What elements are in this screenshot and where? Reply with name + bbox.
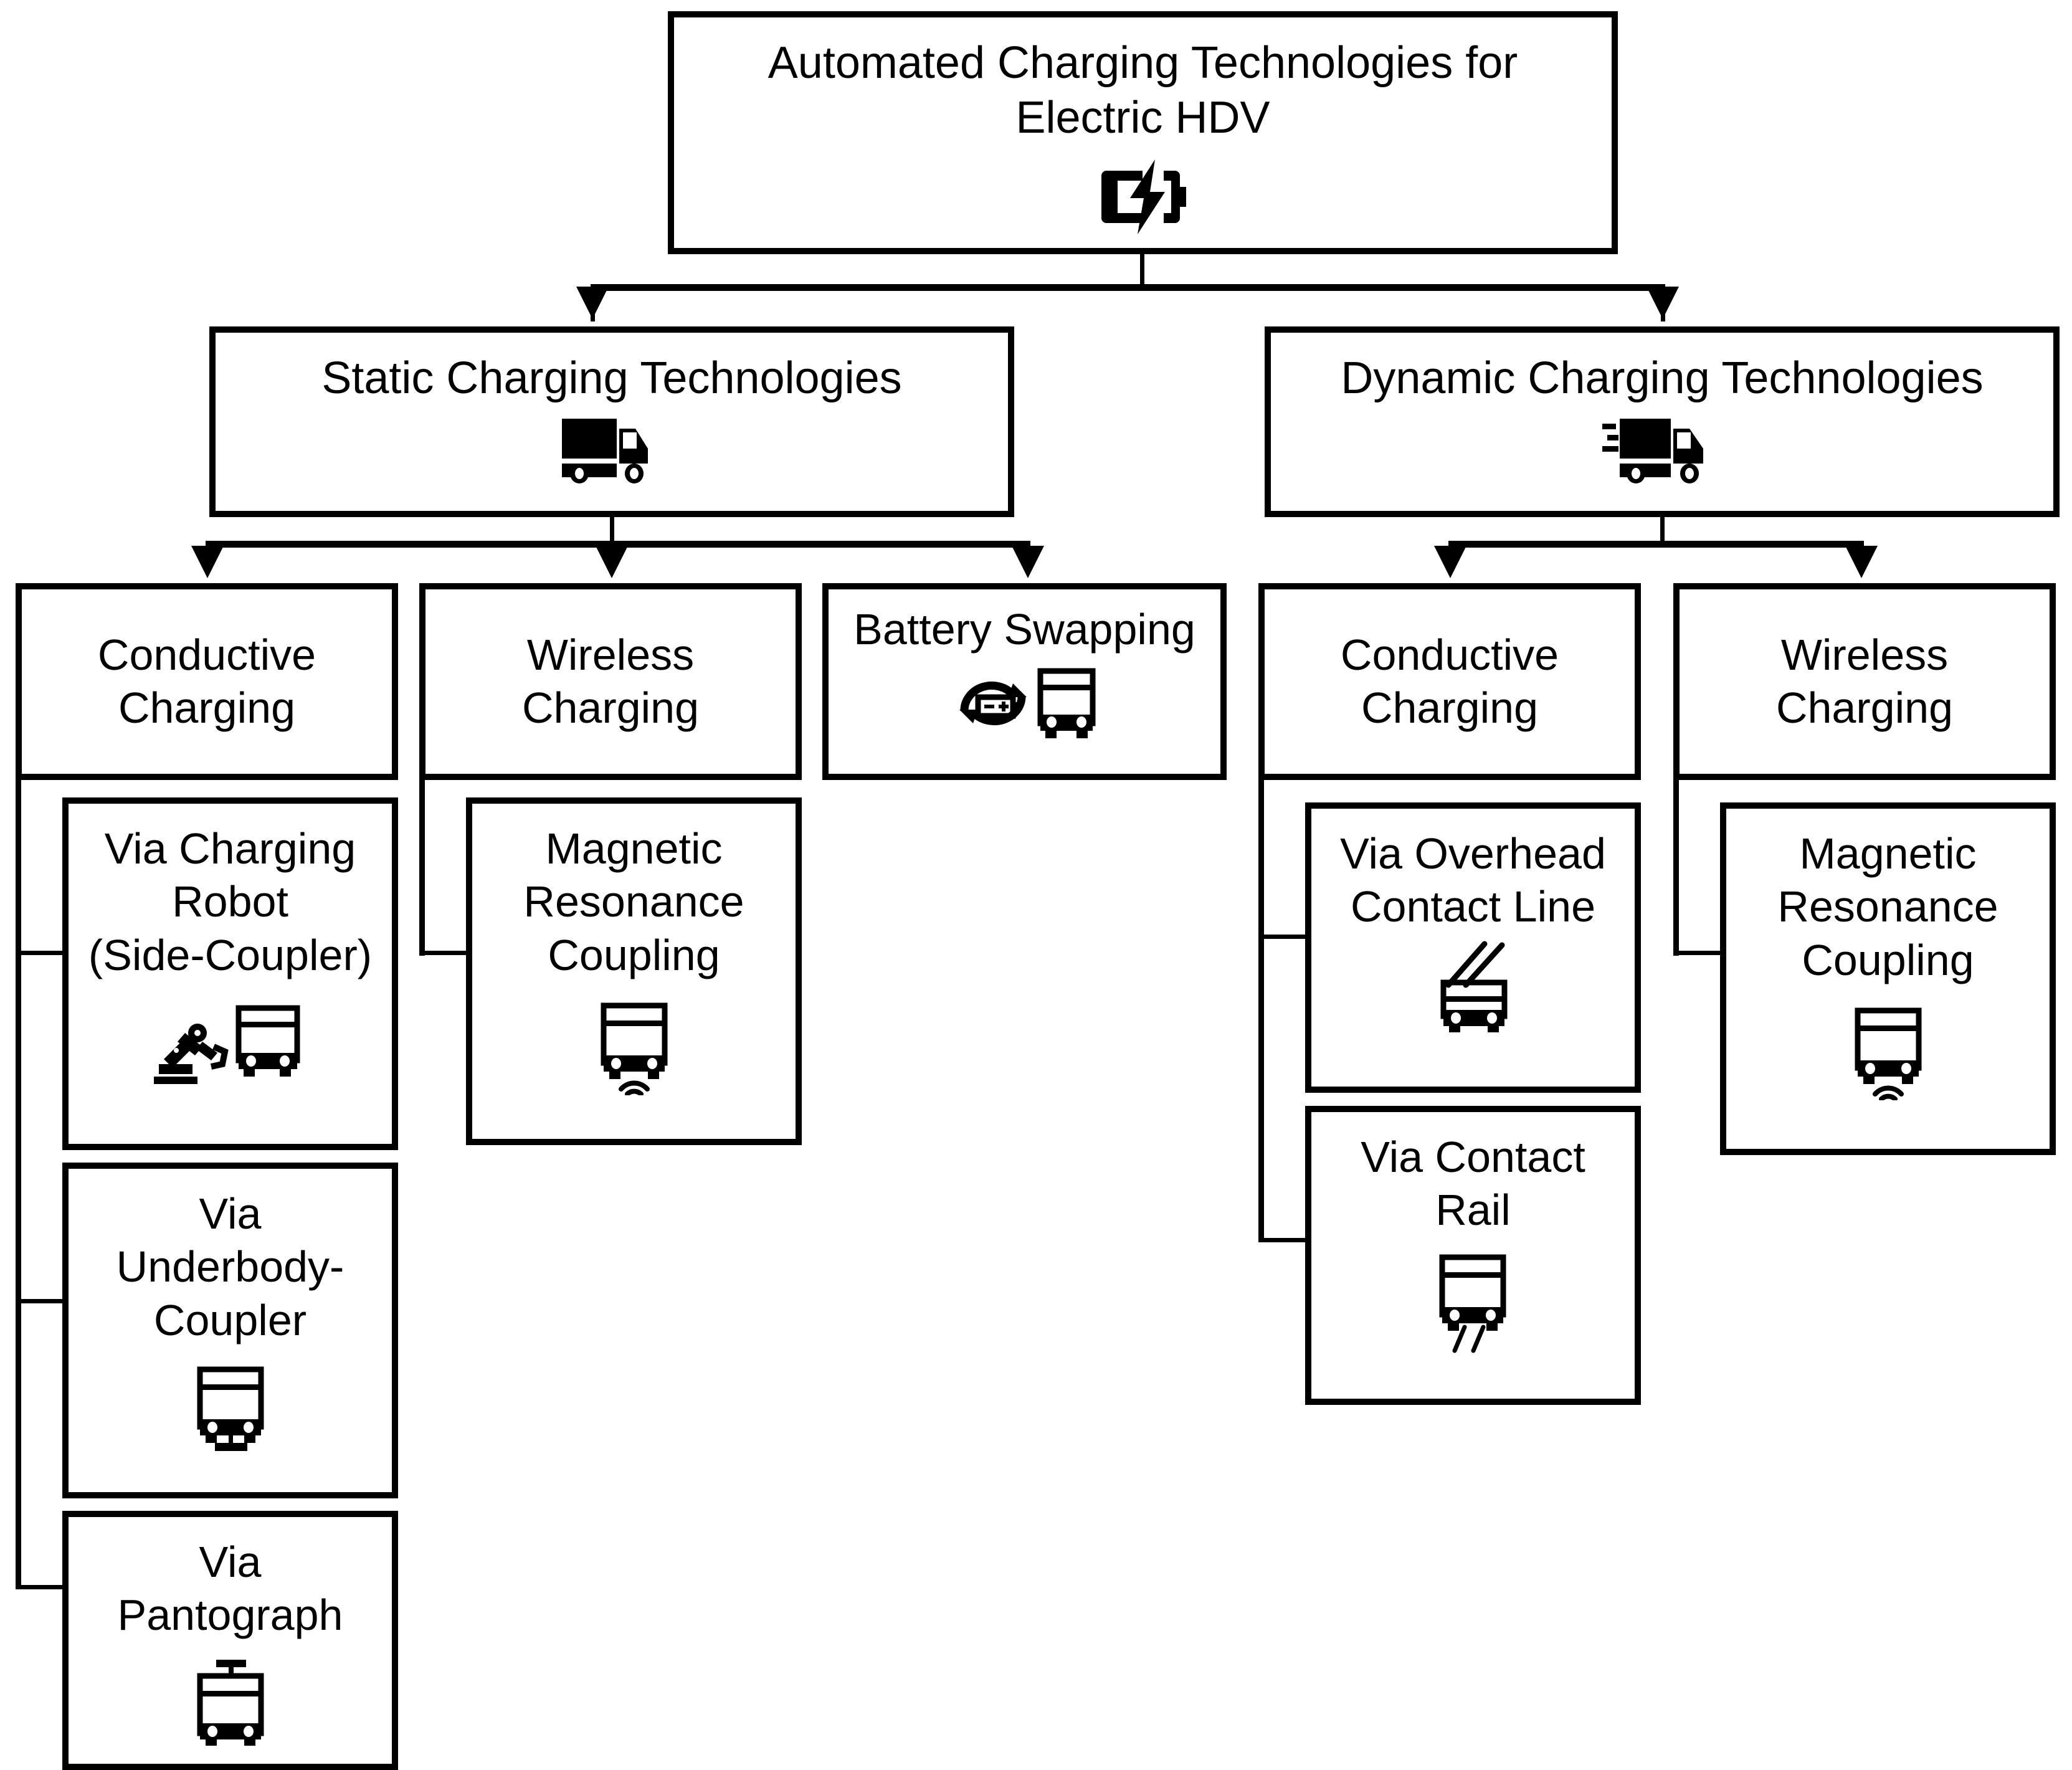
arrowhead-dynamic-wireless	[1845, 546, 1878, 578]
node-via-pantograph-label-line1: Via	[199, 1538, 262, 1586]
node-static-conductive-label-line2: Charging	[118, 683, 296, 732]
node-dynamic-magnetic-resonance-coupling[interactable]: Magnetic Resonance Coupling	[1720, 802, 2056, 1155]
node-via-pantograph[interactable]: Via Pantograph	[62, 1511, 398, 1770]
node-via-overhead-contact-line[interactable]: Via Overhead Contact Line	[1305, 802, 1641, 1093]
connector-static-stem	[610, 517, 614, 545]
node-via-underbody-coupler-label-line2: Underbody-	[116, 1242, 345, 1292]
connector-static-wireless-spine	[419, 780, 425, 956]
trolleybus-icon	[1411, 939, 1536, 1032]
node-root-label-line2: Electric HDV	[1015, 92, 1270, 143]
bus-underbody-coupler-icon	[190, 1366, 271, 1453]
node-overhead-contact-line-label-line1: Via Overhead	[1340, 829, 1606, 878]
node-static-mrc-label-line2: Resonance	[523, 877, 744, 926]
truck-motion-icon	[1601, 415, 1723, 483]
node-static-wireless-label-line2: Charging	[521, 683, 700, 732]
connector-static-cond-arm1	[16, 951, 78, 955]
node-static-conductive-label-line1: Conductive	[97, 630, 316, 679]
robot-arm-bus-icon	[153, 1003, 308, 1085]
node-static-charging-label: Static Charging Technologies	[321, 353, 902, 403]
node-static-mrc-label-line3: Coupling	[548, 930, 720, 979]
node-root-label-line1: Automated Charging Technologies for	[767, 38, 1518, 88]
bus-contact-rail-icon	[1430, 1254, 1517, 1353]
node-via-contact-rail[interactable]: Via Contact Rail	[1305, 1106, 1641, 1405]
arrowhead-static-conductive	[191, 546, 224, 578]
connector-dynamic-wireless-spine	[1673, 780, 1679, 956]
arrowhead-static	[576, 287, 609, 319]
node-dynamic-conductive-label-line2: Charging	[1361, 683, 1539, 732]
connector-static-cond-arm3	[16, 1585, 78, 1589]
battery-swap-bus-icon	[953, 666, 1096, 741]
node-static-wireless-label-line1: Wireless	[526, 630, 695, 679]
node-via-charging-robot[interactable]: Via Charging Robot (Side-Coupler)	[62, 797, 398, 1150]
connector-dynamic-cond-arm2	[1258, 1238, 1321, 1242]
bus-pantograph-icon	[190, 1658, 271, 1746]
node-static-mrc-label-line1: Magnetic	[545, 824, 723, 873]
bus-wireless-icon	[1848, 1007, 1929, 1101]
node-static-wireless-charging[interactable]: Wireless Charging	[419, 583, 802, 780]
node-dynamic-charging[interactable]: Dynamic Charging Technologies	[1265, 326, 2060, 517]
node-dynamic-wireless-label-line2: Charging	[1775, 683, 1954, 732]
node-contact-rail-label-line2: Rail	[1435, 1186, 1511, 1235]
connector-dynamic-cond-spine	[1258, 780, 1264, 1242]
node-static-charging[interactable]: Static Charging Technologies	[209, 326, 1014, 517]
node-via-charging-robot-label-line2: Robot	[172, 877, 288, 926]
node-static-magnetic-resonance-coupling[interactable]: Magnetic Resonance Coupling	[466, 797, 802, 1145]
node-battery-swapping[interactable]: Battery Swapping	[822, 583, 1227, 780]
connector-static-bus	[206, 541, 1030, 548]
node-via-underbody-coupler[interactable]: Via Underbody- Coupler	[62, 1163, 398, 1498]
node-dynamic-mrc-label-line2: Resonance	[1777, 882, 1998, 931]
node-dynamic-mrc-label-line3: Coupling	[1802, 935, 1974, 984]
arrowhead-dynamic-conductive	[1434, 546, 1466, 578]
node-dynamic-mrc-label-line1: Magnetic	[1799, 829, 1977, 878]
bus-wireless-icon	[594, 1002, 675, 1096]
node-via-pantograph-label-line2: Pantograph	[117, 1591, 343, 1640]
connector-static-cond-spine	[16, 780, 21, 1589]
node-root[interactable]: Automated Charging Technologies for Elec…	[668, 11, 1618, 254]
node-dynamic-wireless-charging[interactable]: Wireless Charging	[1673, 583, 2056, 780]
node-contact-rail-label-line1: Via Contact	[1361, 1133, 1585, 1181]
node-overhead-contact-line-label-line2: Contact Line	[1350, 882, 1596, 931]
connector-dynamic-bus	[1448, 541, 1864, 548]
node-via-underbody-coupler-label-line3: Coupler	[153, 1295, 307, 1344]
connector-static-wireless-arm	[419, 951, 482, 955]
battery-charging-icon	[1090, 159, 1196, 234]
connector-dynamic-wireless-arm	[1673, 951, 1736, 955]
arrowhead-dynamic	[1647, 287, 1679, 319]
node-via-charging-robot-label-line3: (Side-Coupler)	[88, 930, 373, 979]
connector-static-cond-arm2	[16, 1299, 78, 1303]
arrowhead-battery-swapping	[1012, 546, 1044, 578]
connector-root-stem	[1140, 254, 1144, 288]
node-dynamic-conductive-label-line1: Conductive	[1340, 630, 1559, 679]
node-via-charging-robot-label-line1: Via Charging	[104, 824, 356, 873]
node-via-underbody-coupler-label-line1: Via	[199, 1189, 262, 1238]
connector-level2-bus	[591, 284, 1665, 291]
node-dynamic-conductive-charging[interactable]: Conductive Charging	[1258, 583, 1641, 780]
node-dynamic-charging-label: Dynamic Charging Technologies	[1341, 353, 1984, 403]
node-battery-swapping-label: Battery Swapping	[853, 605, 1195, 654]
node-dynamic-wireless-label-line1: Wireless	[1780, 630, 1949, 679]
arrowhead-static-wireless	[596, 546, 628, 578]
node-static-conductive-charging[interactable]: Conductive Charging	[16, 583, 398, 780]
truck-icon	[557, 415, 667, 483]
connector-dynamic-stem	[1660, 517, 1665, 545]
connector-dynamic-cond-arm1	[1258, 935, 1321, 939]
